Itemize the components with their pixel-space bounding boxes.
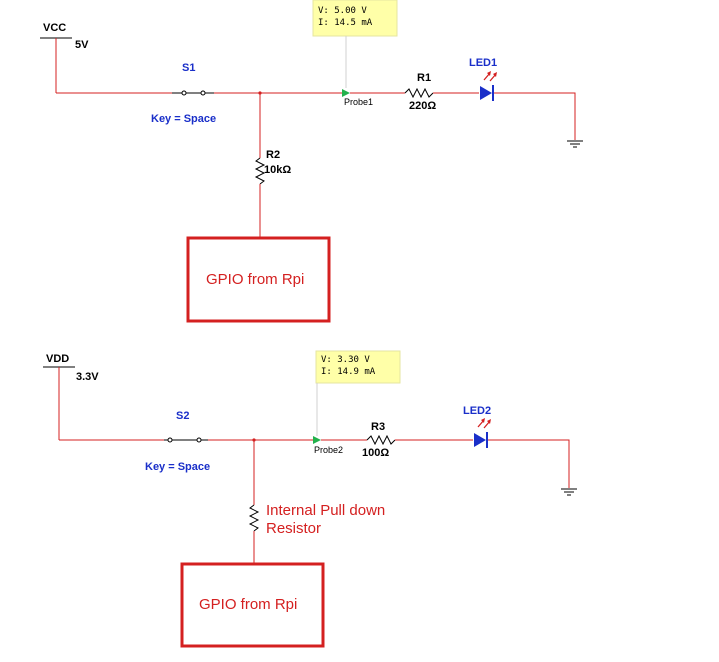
pulldown-note-line2: Resistor bbox=[266, 520, 321, 537]
r2-label: R2 bbox=[266, 149, 280, 161]
switch-s2-label: S2 bbox=[176, 410, 189, 422]
led1[interactable] bbox=[480, 71, 497, 101]
vcc-source-symbol bbox=[40, 37, 72, 93]
gpio-label-1: GPIO from Rpi bbox=[206, 271, 304, 288]
probe2-readout-box bbox=[315, 350, 401, 384]
circuit-2: VDD 3.3V S2 Key = Space V: 3.30 V I: 14.… bbox=[43, 350, 577, 648]
resistor-r1[interactable] bbox=[404, 87, 434, 99]
vdd-label: VDD bbox=[46, 353, 69, 365]
probe1-current: I: 14.5 mA bbox=[318, 18, 373, 28]
vdd-source-symbol bbox=[43, 366, 75, 440]
probe1-marker[interactable] bbox=[342, 89, 350, 97]
wire bbox=[494, 92, 576, 140]
switch-s2-key: Key = Space bbox=[145, 461, 210, 473]
probe1-label: Probe1 bbox=[344, 97, 373, 107]
probe1-readout-box bbox=[312, 0, 398, 37]
led1-label: LED1 bbox=[469, 57, 497, 69]
gpio-box-2 bbox=[180, 562, 325, 648]
r3-label: R3 bbox=[371, 421, 385, 433]
switch-s1[interactable] bbox=[172, 90, 214, 96]
wire bbox=[488, 439, 570, 488]
probe2-voltage: V: 3.30 V bbox=[321, 355, 370, 365]
ground-symbol bbox=[561, 488, 577, 496]
gpio-box-1 bbox=[186, 236, 331, 323]
vcc-label: VCC bbox=[43, 22, 66, 34]
vdd-value: 3.3V bbox=[76, 371, 99, 383]
probe2-marker[interactable] bbox=[313, 436, 321, 444]
r1-value: 220Ω bbox=[409, 100, 436, 112]
probe2-label: Probe2 bbox=[314, 445, 343, 455]
pulldown-note-line1: Internal Pull down bbox=[266, 502, 385, 519]
switch-s1-key: Key = Space bbox=[151, 113, 216, 125]
ground-symbol bbox=[567, 140, 583, 148]
probe1-voltage: V: 5.00 V bbox=[318, 6, 367, 16]
gpio-label-2: GPIO from Rpi bbox=[199, 596, 297, 613]
r1-label: R1 bbox=[417, 72, 431, 84]
resistor-r2[interactable] bbox=[254, 157, 266, 185]
circuit-1: VCC 5V S1 Key = Space V: 5.00 V I: 14.5 … bbox=[40, 0, 583, 323]
internal-pulldown-resistor[interactable] bbox=[248, 504, 260, 532]
led2[interactable] bbox=[474, 418, 491, 448]
r3-value: 100Ω bbox=[362, 447, 389, 459]
switch-s1-label: S1 bbox=[182, 62, 195, 74]
vcc-value: 5V bbox=[75, 39, 89, 51]
probe2-current: I: 14.9 mA bbox=[321, 367, 376, 377]
r2-value: 10kΩ bbox=[264, 164, 291, 176]
resistor-r3[interactable] bbox=[366, 434, 396, 446]
switch-s2[interactable] bbox=[164, 437, 208, 443]
led2-label: LED2 bbox=[463, 405, 491, 417]
